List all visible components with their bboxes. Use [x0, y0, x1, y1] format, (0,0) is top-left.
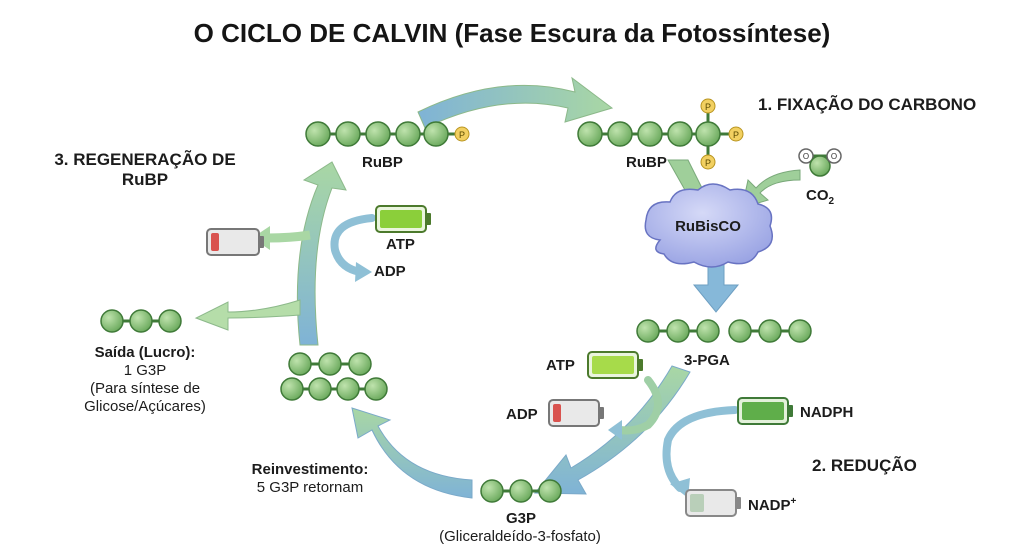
rubisco-enzyme	[644, 183, 773, 268]
nadp-battery	[685, 489, 741, 517]
stage-regeneration-label-line2: RuBP	[121, 170, 169, 189]
carbon-atom	[509, 479, 533, 503]
adp-mid-label: ADP	[506, 406, 538, 423]
g3p-full-name: (Gliceraldeído-3-fosfato)	[439, 528, 601, 545]
carbon-atom	[336, 377, 360, 401]
nadph-battery	[737, 397, 793, 425]
phosphate-label: P	[459, 130, 465, 140]
carbon-atom	[129, 309, 153, 333]
atp-top-label: ATP	[386, 236, 415, 253]
carbon-atom	[636, 319, 660, 343]
oxygen-label: O	[803, 152, 809, 161]
oxygen-atom	[798, 148, 814, 164]
stage-reduction-label: 2. REDUÇÃO	[812, 456, 917, 475]
reinvest-title: Reinvestimento:	[251, 461, 369, 478]
carbon-atom	[364, 377, 388, 401]
oxygen-label: O	[831, 152, 837, 161]
carbon-atom	[423, 121, 449, 147]
low-battery-left	[206, 228, 264, 256]
carbon-atom	[335, 121, 361, 147]
rubisco-label: RuBisCO	[675, 218, 741, 235]
reinvest-line2: 5 G3P retornam	[256, 479, 364, 496]
output-line2: 1 G3P	[123, 362, 167, 379]
carbon-atom	[666, 319, 690, 343]
atp-battery-mid	[587, 351, 643, 379]
carbon-atom	[696, 319, 720, 343]
co2-molecule	[798, 148, 842, 177]
carbon-atom	[100, 309, 124, 333]
co2-label-base: CO	[806, 187, 829, 204]
g3p-label: G3P	[506, 510, 537, 527]
atp-mid-curve-head	[608, 420, 622, 440]
carbon-atom	[280, 377, 304, 401]
atp-mid-curve-arrow	[616, 376, 662, 435]
phosphate-group	[454, 126, 470, 142]
carbon-atom	[667, 121, 693, 147]
rubp-right-label: RuBP	[626, 154, 667, 171]
regen-battery-arrow	[267, 230, 311, 243]
oxygen-atom	[826, 148, 842, 164]
adp-battery-mid	[548, 399, 604, 427]
output-title: Saída (Lucro):	[94, 344, 196, 361]
phosphate-label: P	[705, 102, 711, 112]
phosphate-group	[700, 98, 716, 114]
output-line3: (Para síntese de	[89, 380, 201, 397]
co2-label-subscript: 2	[828, 196, 835, 207]
rubp-right-molecule	[577, 98, 744, 170]
nadph-curve-head	[670, 478, 690, 498]
phosphate-label: P	[705, 158, 711, 168]
carbon-atom	[695, 121, 721, 147]
carbon-atom	[637, 121, 663, 147]
reinvest-cycle-arrow	[351, 407, 473, 499]
adp-top-label: ADP	[374, 263, 406, 280]
page-title: O CICLO DE CALVIN (Fase Escura da Fotoss…	[193, 18, 831, 48]
carbon-atom	[308, 377, 332, 401]
phosphate-group	[700, 154, 716, 170]
nadph-curve-arrow	[662, 406, 739, 492]
carbon-atom	[395, 121, 421, 147]
phosphate-label: P	[733, 130, 739, 140]
atp-top-curve-arrow	[330, 214, 376, 276]
phosphate-group	[728, 126, 744, 142]
carbon-atom	[480, 479, 504, 503]
nadp-label: NADP+	[748, 496, 796, 514]
carbon-atom	[607, 121, 633, 147]
co2-label: CO2	[806, 187, 834, 207]
carbon-atom	[809, 155, 831, 177]
carbon-atom	[758, 319, 782, 343]
reinvest-molecules	[280, 352, 388, 401]
g3p-output-molecule	[100, 309, 182, 333]
carbon-atom	[348, 352, 372, 376]
stage-fixation-label: 1. FIXAÇÃO DO CARBONO	[758, 95, 977, 114]
pga-molecules	[636, 319, 812, 343]
atp-top-curve-head	[355, 262, 372, 282]
carbon-atom	[305, 121, 331, 147]
carbon-atom	[788, 319, 812, 343]
regeneration-cycle-arrow	[296, 161, 347, 346]
carbon-atom	[365, 121, 391, 147]
output-line4: Glicose/Açúcares)	[84, 398, 206, 415]
carbon-atom	[728, 319, 752, 343]
atp-mid-label: ATP	[546, 357, 575, 374]
carbon-atom	[538, 479, 562, 503]
nadp-label-base: NADP	[748, 497, 791, 514]
pga-label: 3-PGA	[684, 352, 730, 369]
output-arrow	[194, 299, 301, 331]
atp-battery-top	[375, 205, 431, 233]
g3p-molecule	[480, 479, 562, 503]
nadph-label: NADPH	[800, 404, 854, 421]
carbon-atom	[158, 309, 182, 333]
nadp-label-superscript: +	[790, 496, 797, 507]
stage-regeneration-label-line1: 3. REGENERAÇÃO DE	[54, 150, 236, 169]
carbon-atom	[577, 121, 603, 147]
top-cycle-arrow	[417, 76, 614, 129]
rubp-left-label: RuBP	[362, 154, 403, 171]
carbon-atom	[288, 352, 312, 376]
carbon-atom	[318, 352, 342, 376]
rubp-left-molecule	[305, 121, 470, 147]
